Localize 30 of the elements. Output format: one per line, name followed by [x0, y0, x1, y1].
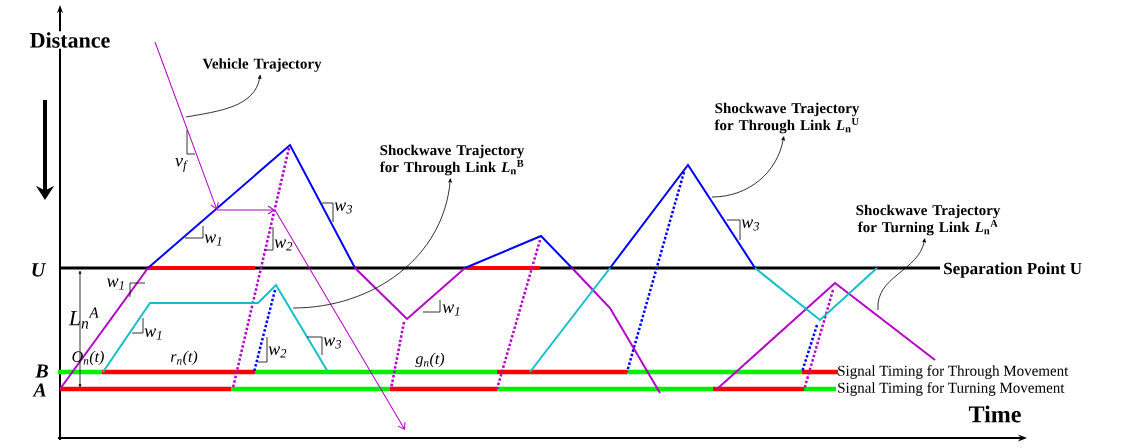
slope-label: w$_{3}$	[741, 219, 760, 231]
point-label: A	[32, 383, 46, 397]
line-label: Signal Timing for Turning Movement	[838, 382, 1065, 396]
point-label: B	[35, 364, 48, 378]
line-label: Signal Timing for Through Movement	[838, 365, 1069, 379]
function-label: r$_{n}$(t)	[170, 350, 198, 366]
slope-label: w$_{1}$	[442, 304, 460, 316]
length-label: L$_{n}$A	[68, 307, 99, 329]
leader-line	[185, 74, 262, 118]
axis-title: Time	[968, 405, 1021, 423]
callout-text: Shockwave Trajectory for Turning Link L$_{n}$A	[856, 204, 1001, 236]
callout-text: Vehicle Trajectory	[202, 58, 322, 72]
leader-line	[292, 178, 452, 309]
slope-label: w$_{3}$	[323, 337, 342, 349]
function-label: O$_{n}$(t)	[72, 350, 104, 366]
slope-label: w$_{2}$	[268, 346, 287, 358]
slope-label: w$_{1}$	[204, 234, 222, 246]
axis-title: Distance	[28, 31, 112, 49]
leader-line	[711, 136, 785, 198]
slope-label: w$_{1}$	[144, 328, 162, 340]
slope-label: w$_{1}$	[107, 278, 124, 290]
callout-text: Shockwave Trajectory for Through Link L$_{n}$B	[379, 144, 525, 176]
callout-text: Shockwave Trajectory for Through Link L$_{n}$U	[714, 102, 860, 134]
leader-line	[877, 238, 926, 311]
slope-label: v$_{f}$	[175, 158, 188, 172]
slope-label: w$_{3}$	[334, 202, 353, 214]
line-label: Separation Point U	[944, 262, 1082, 278]
slope-label: w$_{2}$	[274, 239, 293, 251]
function-label: g$_{n}$(t)	[415, 352, 445, 368]
point-label: U	[32, 263, 47, 277]
